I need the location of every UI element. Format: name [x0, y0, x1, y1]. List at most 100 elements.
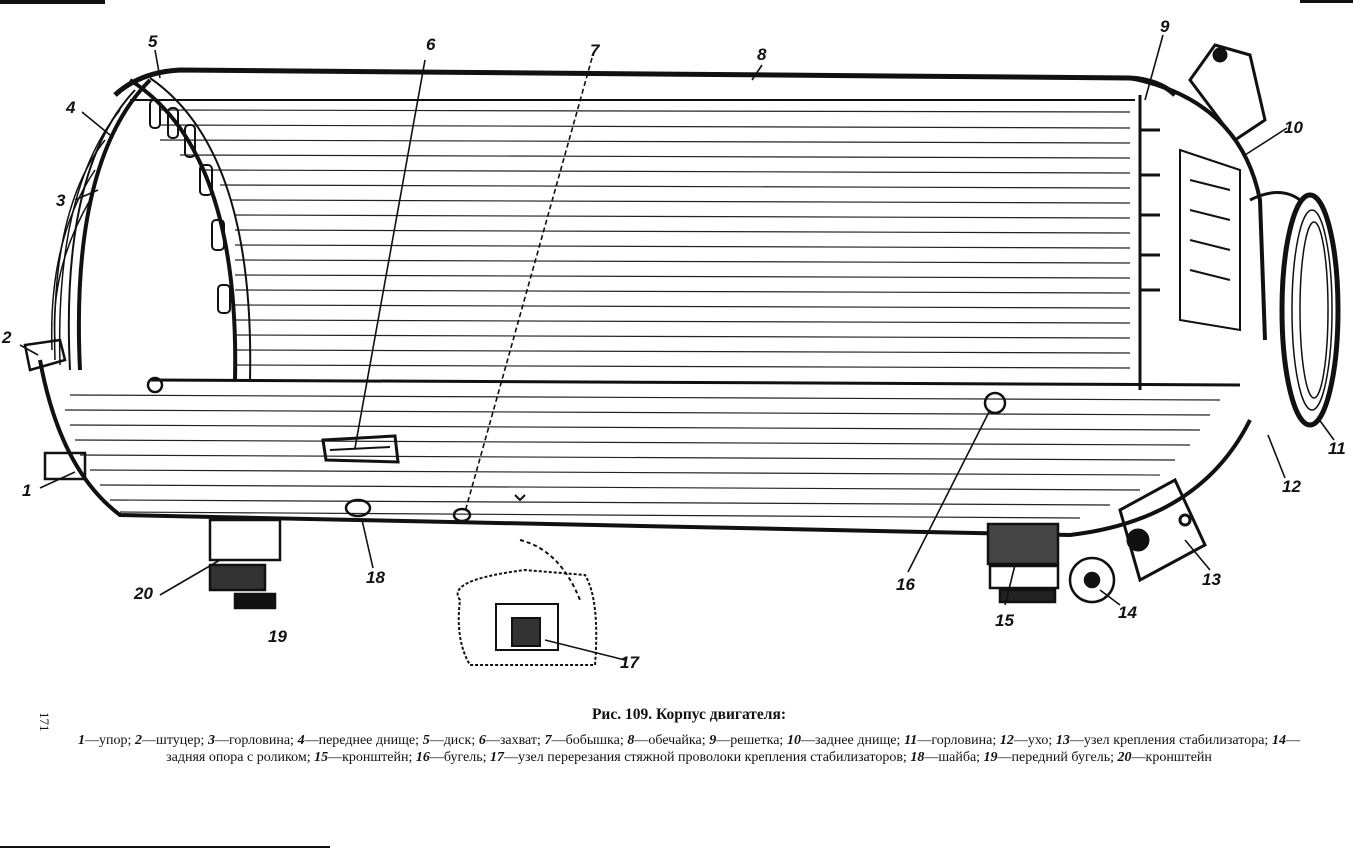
callout-13: 13: [1202, 570, 1221, 589]
scan-edge-bottom-left: [0, 846, 330, 848]
front-bracket: [208, 518, 282, 610]
front-disk: [128, 77, 252, 381]
legend-item: 8—обечайка;: [627, 733, 709, 748]
callout-18: 18: [366, 568, 385, 587]
leader-lines: [19, 34, 1335, 661]
legend-item-text: —кронштейн: [1131, 750, 1212, 765]
legend-item-text: —узел перерезания стяжной проволоки креп…: [504, 750, 911, 765]
rear-bracket: [986, 522, 1116, 604]
legend-item-number: 8: [627, 733, 635, 748]
legend-item-text: —шайба;: [924, 750, 984, 765]
callout-6: 6: [426, 35, 436, 54]
legend-item-number: 4: [297, 733, 305, 748]
callout-15: 15: [995, 611, 1014, 630]
legend-item-number: 1: [78, 733, 85, 748]
legend-item-text: —кронштейн;: [328, 750, 416, 765]
rear-bottom: [1129, 76, 1267, 390]
legend-item-text: —горловина;: [215, 733, 298, 748]
legend-item: 17—узел перерезания стяжной проволоки кр…: [490, 750, 910, 765]
callout-4: 4: [65, 98, 76, 117]
legend-item-text: —задняя опора с роликом;: [166, 733, 1300, 765]
legend-item-text: —переднее днище;: [304, 733, 423, 748]
engine-casing-drawing: 1 2 3 4 5 6 7 8 9 10 11 12 13 14 15 16 1…: [1, 17, 1346, 672]
legend-item-text: —диск;: [429, 733, 479, 748]
figure-title: Рис. 109. Корпус двигателя:: [591, 706, 787, 723]
page-number: 171: [37, 712, 52, 732]
legend-item-text: —передний бугель;: [997, 750, 1118, 765]
legend-item: 13—узел крепления стабилизатора;: [1056, 733, 1272, 748]
legend-item-number: 17: [490, 750, 505, 765]
legend-item-number: 16: [415, 750, 430, 765]
grip: [321, 434, 400, 464]
legend-item-number: 14: [1271, 733, 1286, 748]
figure-caption: Рис. 109. Корпус двигателя: 1—упор; 2—шт…: [78, 706, 1300, 766]
legend-item: 3—горловина;: [208, 733, 298, 748]
stop-part: [43, 451, 87, 481]
legend-item: 19—передний бугель;: [984, 750, 1118, 765]
callout-8: 8: [757, 45, 767, 64]
legend-item-text: —ухо;: [1013, 733, 1056, 748]
legend-item: 12—ухо;: [1000, 733, 1056, 748]
legend-item-number: 9: [709, 733, 717, 748]
legend-item-number: 6: [478, 733, 486, 748]
legend-item-text: —штуцер;: [142, 733, 209, 748]
legend-item-number: 11: [904, 733, 918, 748]
legend-item-number: 3: [208, 733, 216, 748]
legend-item-text: —бугель;: [429, 750, 491, 765]
legend-item: 9—решетка;: [709, 733, 787, 748]
callout-20: 20: [133, 584, 153, 603]
callout-10: 10: [1284, 118, 1303, 137]
legend-item-text: —обечайка;: [634, 733, 710, 748]
legend-item: 15—кронштейн;: [314, 750, 416, 765]
callout-14: 14: [1118, 603, 1137, 622]
callout-11: 11: [1328, 439, 1346, 458]
legend-item-number: 13: [1055, 733, 1070, 748]
fitting: [23, 338, 67, 372]
detail-inset: [456, 494, 598, 666]
shell-hatching: [64, 109, 1221, 519]
legend-item: 18—шайба;: [910, 750, 983, 765]
callout-2: 2: [1, 328, 12, 347]
boss: [452, 507, 472, 523]
legend-item-number: 5: [422, 733, 430, 748]
top-lug: [1188, 43, 1267, 143]
callout-12: 12: [1282, 477, 1301, 496]
legend-item: 16—бугель;: [416, 750, 490, 765]
cylinder-shell: [38, 67, 1252, 538]
legend-item-text: —захват;: [485, 733, 545, 748]
legend-item-number: 20: [1117, 750, 1132, 765]
rear-neck-opening: [1249, 191, 1341, 428]
legend-item-text: —бобышка;: [551, 733, 628, 748]
legend-item-number: 10: [786, 733, 801, 748]
callout-1: 1: [22, 481, 31, 500]
callout-16: 16: [896, 575, 915, 594]
legend-item-number: 7: [544, 733, 552, 748]
small-ring-front: [146, 376, 164, 394]
callout-7: 7: [590, 41, 601, 60]
legend-item-number: 19: [983, 750, 998, 765]
callout-5: 5: [148, 32, 158, 51]
legend-item: 10—заднее днище;: [787, 733, 904, 748]
legend-item-number: 18: [910, 750, 925, 765]
legend-item: 14—задняя опора с роликом;: [166, 733, 1300, 765]
legend-item: 2—штуцер;: [135, 733, 208, 748]
callout-9: 9: [1160, 17, 1170, 36]
legend-item: 4—переднее днище;: [298, 733, 423, 748]
callout-19: 19: [268, 627, 287, 646]
legend-item-number: 15: [314, 750, 329, 765]
stabilizer-mount: [1118, 477, 1207, 583]
legend-item: 5—диск;: [423, 733, 479, 748]
legend-item: 6—захват;: [479, 733, 545, 748]
washer: [344, 498, 372, 518]
legend-item-text: —горловина;: [917, 733, 1000, 748]
legend-item-text: —заднее днище;: [800, 733, 905, 748]
legend-item-text: —узел крепления стабилизатора;: [1069, 733, 1272, 748]
clamp-ring: [983, 391, 1007, 415]
legend-item: 20—кронштейн: [1118, 750, 1212, 765]
figure-legend: 1—упор; 2—штуцер; 3—горловина; 4—передне…: [78, 732, 1300, 766]
legend-item: 11—горловина;: [904, 733, 1000, 748]
legend-item: 7—бобышка;: [545, 733, 628, 748]
legend-item-number: 2: [135, 733, 143, 748]
scan-edge-top-left: [0, 0, 105, 4]
scan-edge-top-right: [1300, 0, 1353, 3]
